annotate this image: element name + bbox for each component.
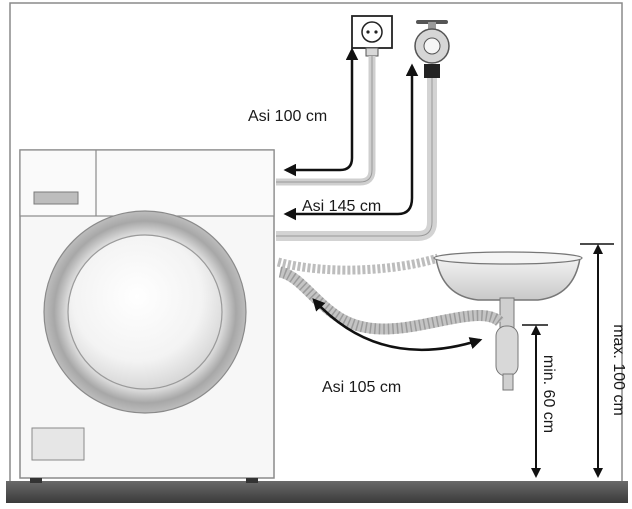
control-panel xyxy=(19,149,275,217)
detergent-drawer xyxy=(33,191,79,205)
sink-basin xyxy=(433,251,583,301)
drain-hose-upper xyxy=(276,253,440,275)
drain-hose-label: Asi 105 cm xyxy=(322,379,401,396)
power-socket-icon xyxy=(351,15,393,57)
washing-machine xyxy=(19,149,275,483)
max-height-dimension xyxy=(580,243,614,478)
min-height-dimension xyxy=(522,324,548,478)
inlet-hose-label: Asi 145 cm xyxy=(302,198,381,215)
power-cable-label: Asi 100 cm xyxy=(248,108,327,125)
inlet-hose-arrow xyxy=(283,63,419,221)
water-tap-icon xyxy=(414,20,450,78)
drain-hose-arrow xyxy=(312,298,483,352)
machine-foot-left xyxy=(30,478,42,483)
floor xyxy=(6,481,628,503)
max-height-label: max. 100 cm xyxy=(610,324,627,416)
min-height-label: min. 60 cm xyxy=(540,355,557,433)
service-flap xyxy=(31,427,85,461)
machine-foot-right xyxy=(246,478,258,483)
door-glass xyxy=(67,234,223,390)
siphon-trap xyxy=(495,297,519,391)
